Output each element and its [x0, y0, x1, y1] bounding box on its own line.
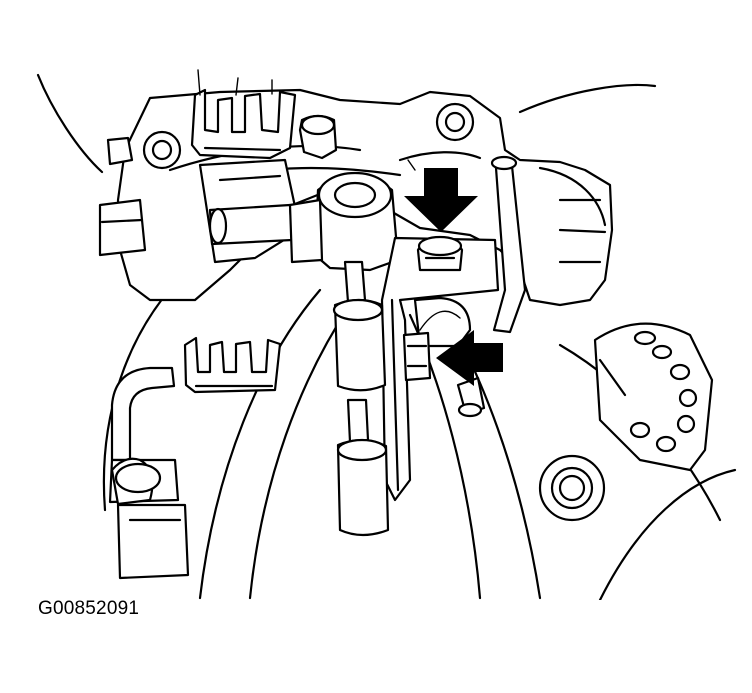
bracket-bolt: [416, 235, 464, 272]
upper-bolts: [106, 102, 475, 170]
lower-right-bolt: [538, 454, 606, 522]
lower-left-hose: [108, 366, 190, 580]
outer-contours: [36, 73, 737, 600]
figure-id-label: G00852091: [38, 598, 140, 619]
right-hose: [490, 155, 527, 334]
bracket-nut: [402, 331, 432, 382]
central-port: [288, 171, 400, 272]
right-cover: [593, 322, 714, 472]
vacuum-hoses: [332, 260, 390, 537]
left-fitting: [98, 198, 294, 257]
engine-bracket-diagram: [36, 69, 737, 600]
lower-left-clip: [183, 336, 282, 394]
top-left-clip: [190, 88, 297, 160]
callout-arrow-left: [436, 330, 503, 386]
detail-strokes: [197, 69, 461, 331]
callout-arrow-down: [404, 168, 478, 232]
